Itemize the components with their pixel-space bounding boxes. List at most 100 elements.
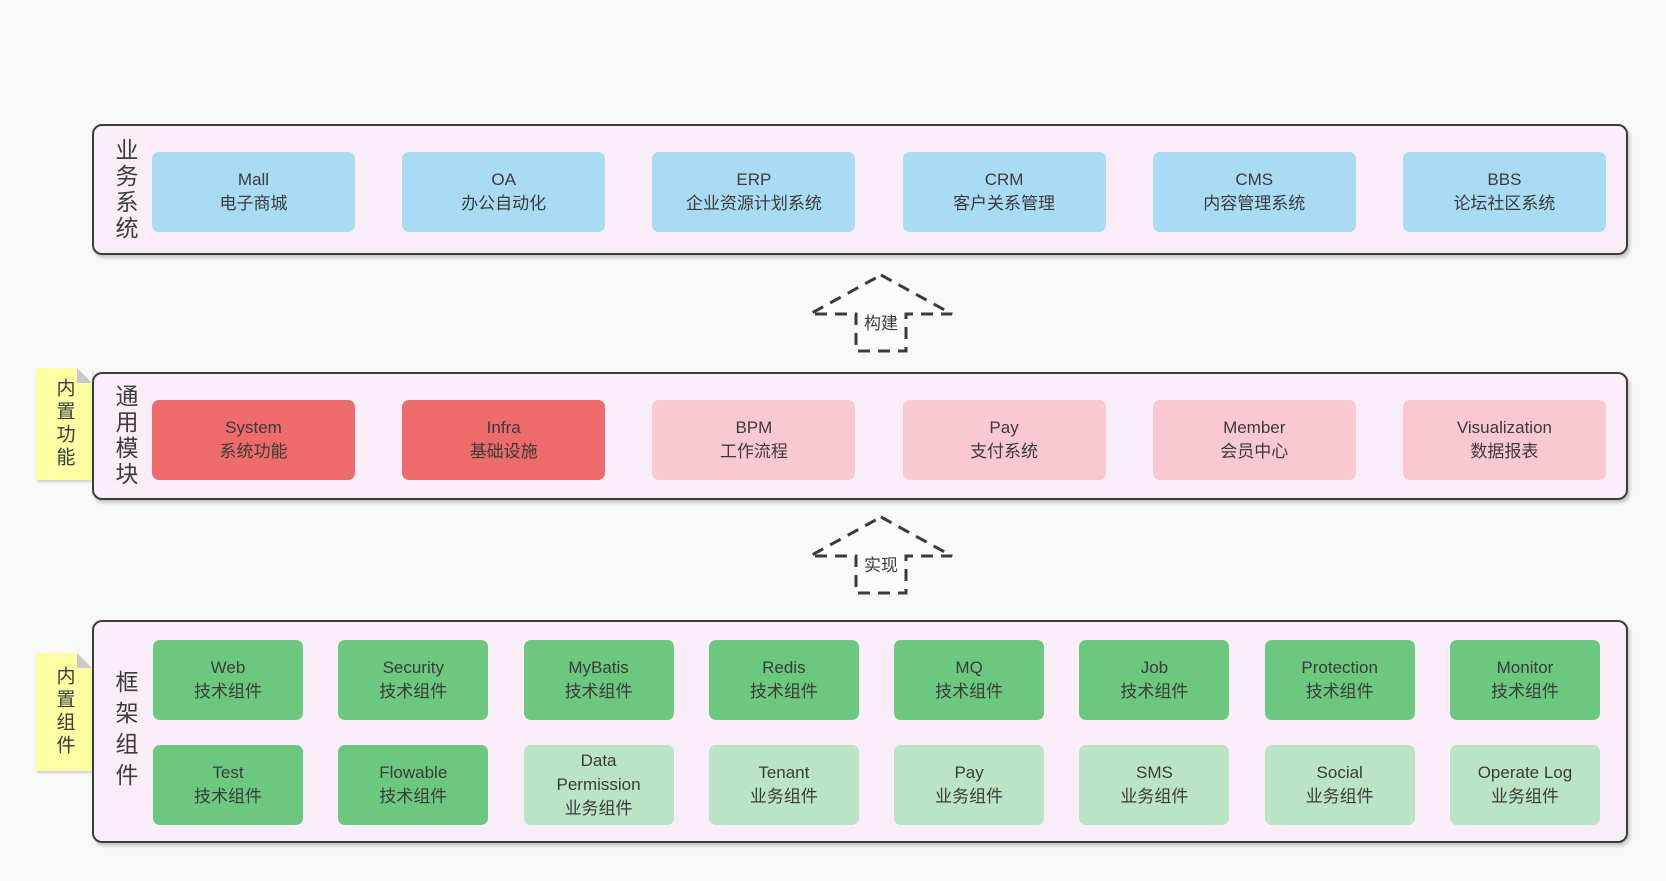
box-subtitle: 技术组件 [379, 682, 448, 701]
box-subtitle: 论坛社区系统 [1453, 194, 1556, 213]
box-subtitle: 技术组件 [749, 682, 818, 701]
box-title: Data Permission [556, 751, 641, 794]
box-subtitle: 业务组件 [1490, 787, 1559, 806]
box-subtitle: 业务组件 [749, 787, 818, 806]
box-subtitle: 数据报表 [1470, 442, 1539, 461]
box-title: Social [1316, 763, 1363, 782]
box-flowable: Flowable 技术组件 [338, 745, 489, 825]
box-redis: Redis 技术组件 [708, 640, 859, 720]
box-title: CMS [1235, 170, 1274, 189]
box-subtitle: 基础设施 [469, 442, 538, 461]
box-title: Pay [954, 763, 984, 782]
layer-label-common-modules: 通用模块 [112, 384, 138, 488]
box-title: SMS [1135, 763, 1173, 782]
box-mall: Mall 电子商城 [152, 152, 355, 232]
sticky-note-built-in-components: 内置组件 [36, 653, 92, 771]
box-subtitle: 技术组件 [564, 682, 633, 701]
box-subtitle: 业务组件 [1305, 787, 1374, 806]
box-subtitle: 技术组件 [1305, 682, 1374, 701]
box-sms: SMS 业务组件 [1079, 745, 1230, 825]
box-subtitle: 业务组件 [1120, 787, 1189, 806]
build-arrow: 构建 [806, 272, 956, 354]
box-title: Test [212, 763, 244, 782]
box-subtitle: 支付系统 [970, 442, 1039, 461]
box-subtitle: 系统功能 [219, 442, 288, 461]
box-social: Social 业务组件 [1264, 745, 1415, 825]
box-subtitle: 技术组件 [194, 787, 262, 806]
sticky-note-label: 内置组件 [53, 666, 75, 758]
box-cms: CMS 内容管理系统 [1152, 152, 1356, 232]
box-tenant: Tenant 业务组件 [708, 745, 859, 825]
box-subtitle: 技术组件 [1490, 682, 1559, 701]
sticky-note-label: 内置功能 [53, 378, 75, 470]
box-title: Operate Log [1477, 763, 1573, 782]
box-subtitle: 业务组件 [564, 799, 633, 818]
box-title: Job [1140, 658, 1169, 677]
layer-label-business-systems: 业务系统 [112, 137, 138, 242]
box-subtitle: 技术组件 [935, 682, 1004, 701]
box-title: Security [382, 658, 444, 677]
box-title: ERP [736, 170, 772, 189]
box-web: Web 技术组件 [153, 640, 303, 720]
box-protection: Protection 技术组件 [1264, 640, 1415, 720]
box-title: Visualization [1456, 418, 1552, 437]
implement-arrow-label: 实现 [861, 551, 901, 576]
box-title: MyBatis [568, 658, 629, 677]
box-security: Security 技术组件 [338, 640, 489, 720]
sticky-note-built-in-functions: 内置功能 [36, 368, 92, 480]
box-title: Mall [237, 170, 270, 189]
box-title: BPM [735, 418, 773, 437]
box-test: Test 技术组件 [153, 745, 303, 825]
box-mq: MQ 技术组件 [894, 640, 1045, 720]
box-title: MQ [955, 658, 983, 677]
box-title: Redis [762, 658, 806, 677]
box-pay: Pay 支付系统 [902, 400, 1106, 480]
box-pay: Pay 业务组件 [894, 745, 1045, 825]
box-title: BBS [1487, 170, 1522, 189]
box-monitor: Monitor 技术组件 [1449, 640, 1600, 720]
box-operate-log: Operate Log 业务组件 [1449, 745, 1600, 825]
box-subtitle: 业务组件 [935, 787, 1004, 806]
box-title: Monitor [1496, 658, 1554, 677]
box-title: Flowable [379, 763, 448, 782]
layer-label-framework-components: 框架组件 [112, 669, 138, 794]
box-subtitle: 技术组件 [194, 682, 262, 701]
box-subtitle: 会员中心 [1220, 442, 1289, 461]
implement-arrow: 实现 [806, 514, 956, 596]
box-subtitle: 客户关系管理 [953, 194, 1056, 213]
box-bbs: BBS 论坛社区系统 [1402, 152, 1606, 232]
build-arrow-label: 构建 [861, 309, 901, 334]
box-visualization: Visualization 数据报表 [1402, 400, 1606, 480]
box-subtitle: 企业资源计划系统 [685, 194, 822, 213]
box-subtitle: 内容管理系统 [1203, 194, 1306, 213]
box-title: Tenant [758, 763, 810, 782]
box-erp: ERP 企业资源计划系统 [652, 152, 856, 232]
box-infra: Infra 基础设施 [402, 400, 606, 480]
box-title: Protection [1301, 658, 1378, 677]
box-subtitle: 电子商城 [219, 194, 288, 213]
box-data-permission: Data Permission 业务组件 [523, 745, 674, 825]
box-title: OA [491, 170, 516, 189]
box-title: Member [1223, 418, 1286, 437]
box-title: CRM [984, 170, 1024, 189]
box-title: Infra [486, 418, 521, 437]
box-crm: CRM 客户关系管理 [902, 152, 1106, 232]
box-subtitle: 工作流程 [719, 442, 788, 461]
box-mybatis: MyBatis 技术组件 [523, 640, 674, 720]
box-job: Job 技术组件 [1079, 640, 1230, 720]
box-subtitle: 技术组件 [379, 787, 448, 806]
box-member: Member 会员中心 [1152, 400, 1356, 480]
box-subtitle: 技术组件 [1120, 682, 1189, 701]
box-title: Pay [989, 418, 1019, 437]
box-title: Web [210, 658, 246, 677]
